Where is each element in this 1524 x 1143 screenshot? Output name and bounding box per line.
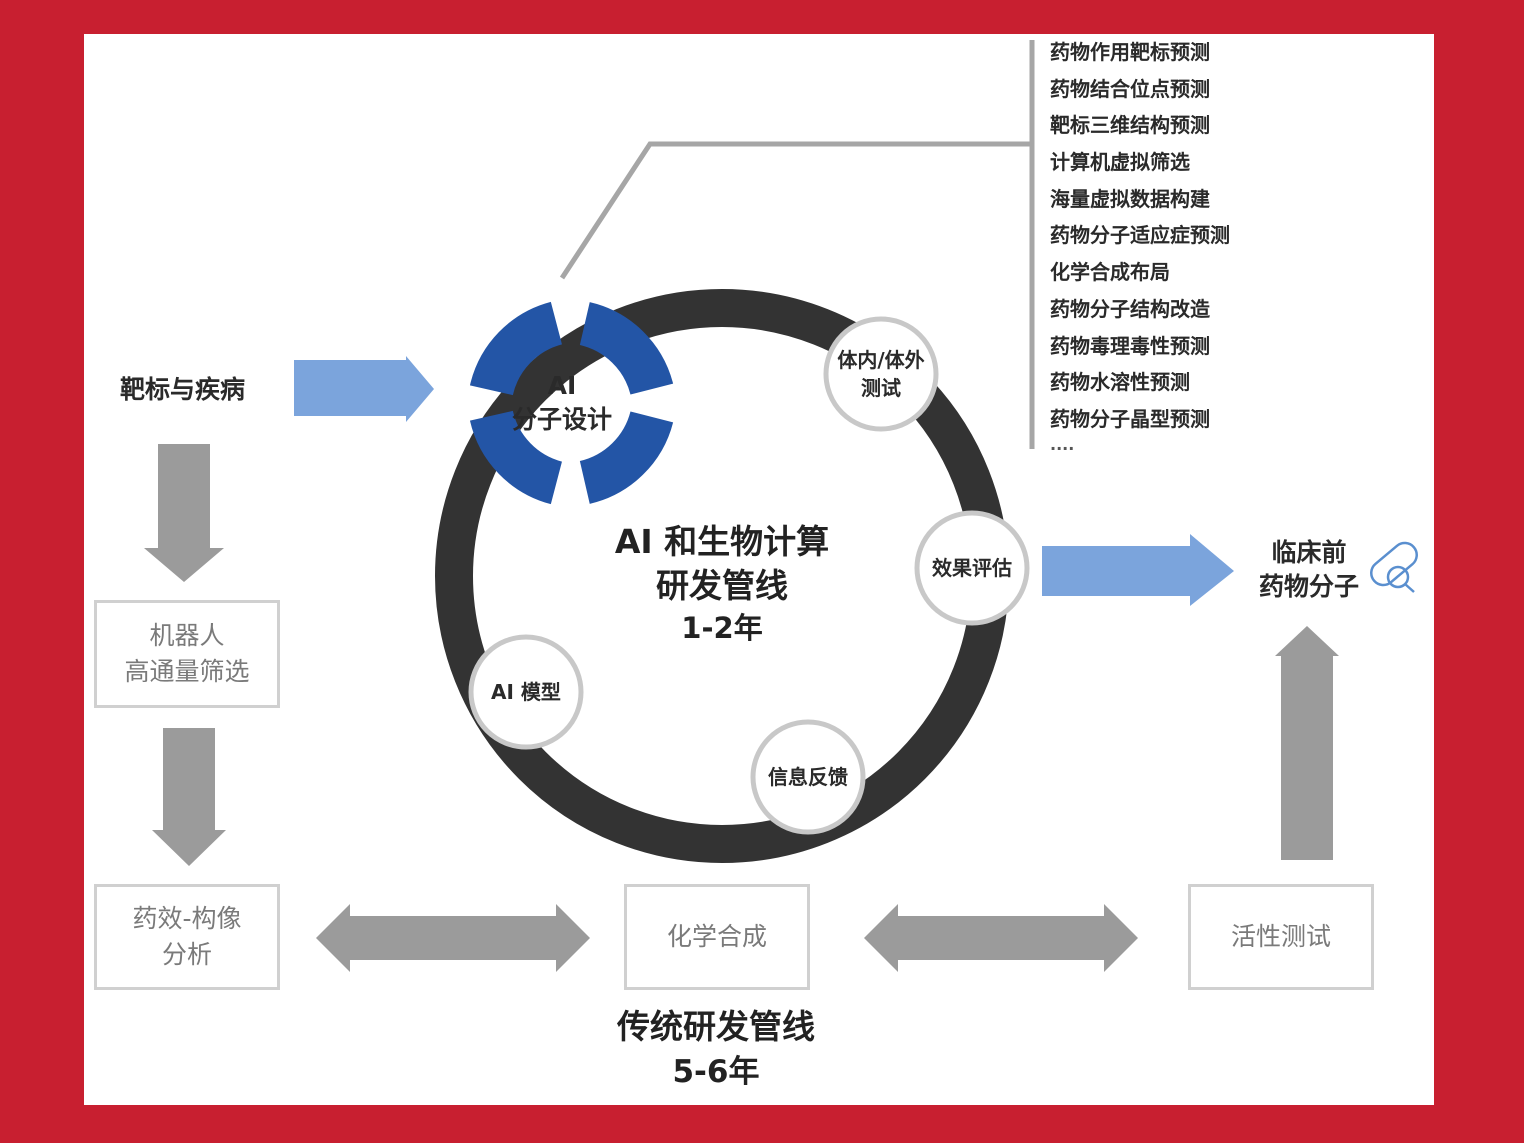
- ai-task-item: 药物水溶性预测: [1050, 370, 1190, 395]
- arrow-target-to-ai: [294, 356, 434, 422]
- ai-task-item: 药物结合位点预测: [1050, 76, 1210, 101]
- ai-task-item: 海量虚拟数据构建: [1050, 186, 1210, 211]
- ai-task-item: 药物作用靶标预测: [1050, 40, 1210, 64]
- arrow-pharma-chem-double: [316, 904, 590, 972]
- node-feedback-text: 信息反馈: [768, 765, 848, 789]
- ai-task-item: 药物分子适应症预测: [1050, 223, 1230, 248]
- ai-design-label: AI 分子设计: [492, 353, 632, 453]
- preclinical-label: 临床前 药物分子: [1244, 536, 1374, 604]
- ai-task-item: 化学合成布局: [1050, 260, 1170, 285]
- arrow-chem-activity-double: [864, 904, 1138, 972]
- ai-task-item: 药物分子结构改造: [1050, 296, 1210, 321]
- diagram-graphics: [144, 40, 1418, 972]
- pharma-line2: 分析: [161, 940, 212, 969]
- traditional-pipeline-duration: 5-6年: [672, 1054, 760, 1090]
- chem-synthesis-text: 化学合成: [666, 922, 767, 951]
- robot-line1: 机器人: [149, 621, 225, 650]
- node-evaluation-text: 效果评估: [932, 556, 1012, 580]
- robot-screening-box: 机器人 高通量筛选: [94, 600, 280, 708]
- node-invivo-line1: 体内/体外: [837, 348, 925, 372]
- arrow-robot-to-pharma: [152, 728, 226, 866]
- ai-task-item: 药物分子晶型预测: [1050, 406, 1210, 431]
- node-ai-model-label: AI 模型: [471, 642, 581, 742]
- ai-pipeline-duration: 1-2年: [681, 611, 763, 645]
- node-feedback-label: 信息反馈: [753, 727, 863, 827]
- preclinical-line2: 药物分子: [1258, 572, 1359, 601]
- chem-synthesis-box: 化学合成: [624, 884, 810, 990]
- ai-pipeline-title-line1: AI 和生物计算: [614, 522, 830, 561]
- ai-task-list: 药物作用靶标预测 药物结合位点预测 靶标三维结构预测 计算机虚拟筛选 海量虚拟数…: [1050, 34, 1230, 458]
- diagram-panel: 靶标与疾病 AI 分子设计 药物作用靶标预测 药物结合位点预测 靶标三维结构预测…: [84, 34, 1434, 1105]
- ai-design-line1: AI: [547, 371, 577, 400]
- pharma-line1: 药效-构像: [132, 904, 242, 933]
- node-ai-model-text: AI 模型: [491, 680, 561, 704]
- preclinical-line1: 临床前: [1271, 538, 1347, 567]
- arrow-activity-to-preclinical: [1275, 626, 1339, 860]
- node-invivo-line2: 测试: [861, 376, 901, 400]
- ai-task-more: ....: [1050, 434, 1075, 454]
- traditional-pipeline-title: 传统研发管线 5-6年: [570, 1004, 862, 1094]
- node-evaluation-circle: [914, 510, 1030, 626]
- activity-test-text: 活性测试: [1230, 922, 1331, 951]
- target-disease-label: 靶标与疾病: [120, 375, 246, 404]
- node-ai-model-circle: [468, 634, 584, 750]
- ai-task-item: 靶标三维结构预测: [1050, 113, 1210, 138]
- traditional-pipeline-title-text: 传统研发管线: [617, 1007, 815, 1046]
- arrow-eval-to-preclinical: [1042, 534, 1234, 606]
- activity-test-box: 活性测试: [1188, 884, 1374, 990]
- robot-line2: 高通量筛选: [124, 657, 250, 686]
- node-invivo-label: 体内/体外 测试: [826, 324, 936, 424]
- node-evaluation-label: 效果评估: [917, 518, 1027, 618]
- pill-search-icon: [1370, 541, 1418, 593]
- node-feedback-circle: [750, 719, 866, 835]
- ai-design-line2: 分子设计: [511, 405, 612, 434]
- ai-pipeline-title: AI 和生物计算 研发管线 1-2年: [584, 520, 860, 648]
- ai-design-ring: [469, 301, 674, 505]
- ai-task-item: 药物毒理毒性预测: [1050, 333, 1210, 358]
- ai-pipeline-title-line2: 研发管线: [656, 566, 788, 605]
- ai-task-item: 计算机虚拟筛选: [1050, 150, 1190, 175]
- pharma-conformation-box: 药效-构像 分析: [94, 884, 280, 990]
- node-invivo-circle: [823, 316, 939, 432]
- connector-line: [559, 141, 1032, 280]
- arrow-target-to-robot: [144, 444, 224, 582]
